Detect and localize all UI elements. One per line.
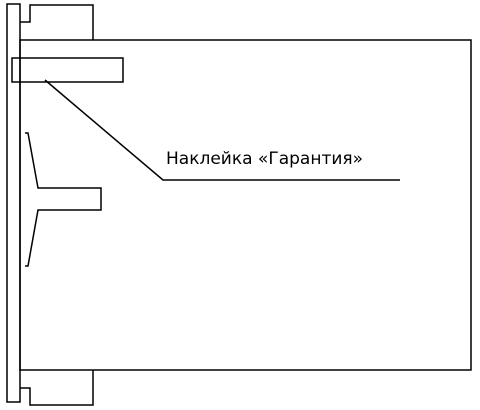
housing-body <box>19 39 472 371</box>
warranty-sticker <box>11 57 124 83</box>
side-clamp <box>25 132 102 267</box>
callout-leader-line <box>44 79 400 181</box>
warranty-sticker-label: Наклейка «Гарантия» <box>166 149 363 169</box>
front-panel <box>6 3 21 403</box>
bottom-mounting-bracket <box>20 370 94 406</box>
top-mounting-bracket <box>20 4 94 40</box>
